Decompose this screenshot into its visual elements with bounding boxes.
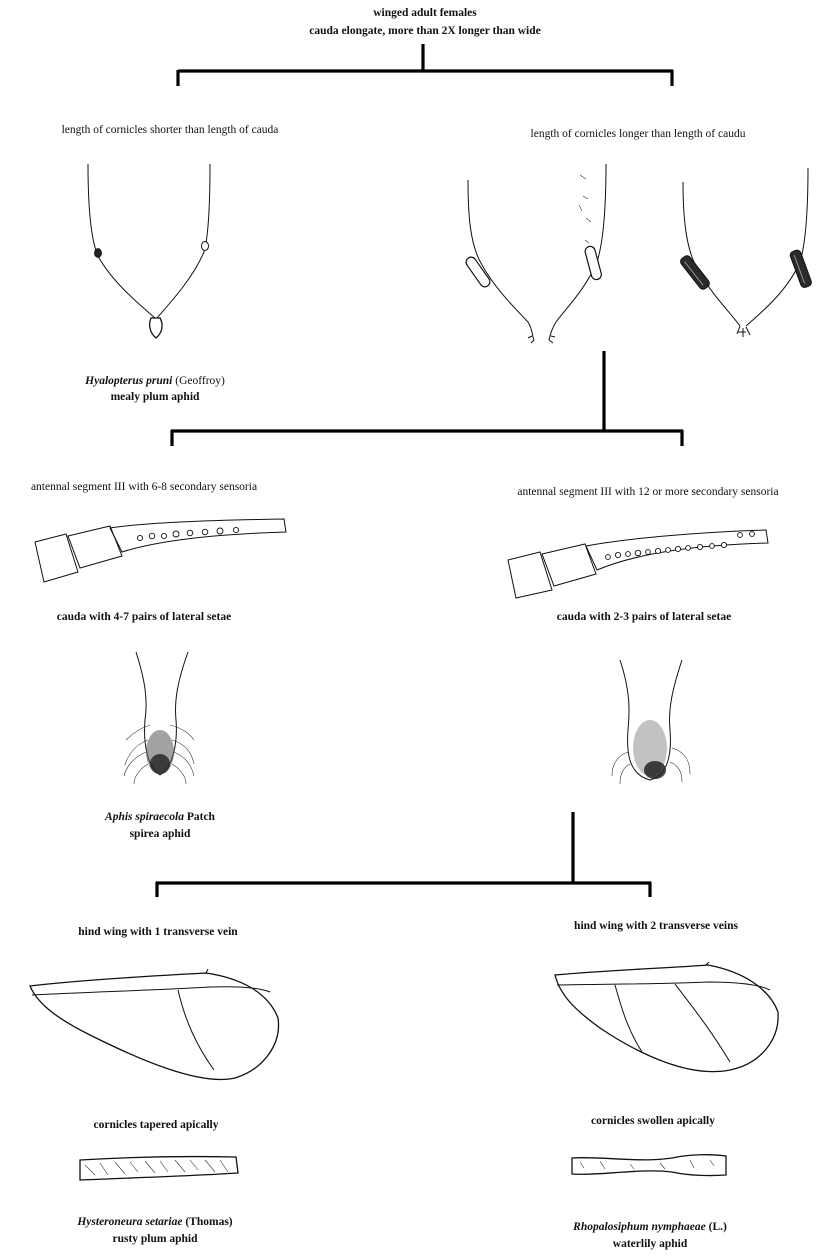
criterion-short-cornicles: length of cornicles shorter than length … (62, 124, 279, 136)
species-rhopalosiphum-name: Rhopalosiphum nymphaeae (L.) (572, 1221, 727, 1233)
criterion-2-transverse-veins: hind wing with 2 transverse veins (574, 920, 738, 932)
criterion-4-7-setae: cauda with 4-7 pairs of lateral setae (57, 611, 231, 623)
antenna-illustration (35, 519, 286, 582)
antenna-illustration (508, 530, 768, 598)
species-hysteroneura-common: rusty plum aphid (112, 1233, 198, 1245)
cauda-illustration (612, 660, 690, 784)
cornicle-illustration (80, 1157, 238, 1180)
bracket-level2 (171, 351, 683, 446)
criterion-2-3-setae: cauda with 2-3 pairs of lateral setae (557, 611, 731, 623)
species-hyalopterus-author: (Geoffroy) (172, 375, 225, 387)
bracket-level1 (178, 44, 673, 86)
root-subtitle: cauda elongate, more than 2X longer than… (309, 25, 541, 37)
species-rhopalosiphum-genus: Rhopalosiphum nymphaeae (572, 1221, 706, 1233)
species-hyalopterus-common: mealy plum aphid (111, 391, 200, 403)
hind-wing-illustration (555, 962, 778, 1072)
species-aphis-author: Patch (184, 811, 216, 823)
species-hysteroneura-genus: Hysteroneura setariae (76, 1216, 182, 1228)
criterion-1-transverse-vein: hind wing with 1 transverse vein (78, 926, 238, 938)
species-hyalopterus-genus: Hyalopterus pruni (84, 375, 173, 387)
species-hysteroneura-name: Hysteroneura setariae (Thomas) (76, 1216, 232, 1228)
species-aphis-genus: Aphis spiraecola (104, 811, 184, 823)
criterion-tapered-cornicles: cornicles tapered apically (94, 1119, 219, 1131)
species-hysteroneura-author: (Thomas) (182, 1216, 232, 1228)
cauda-illustration (124, 652, 194, 784)
bracket-level3 (156, 812, 651, 897)
cornicle-illustration (572, 1155, 726, 1176)
abdomen-dark-cornicles-illustration (679, 168, 813, 337)
root-title: winged adult females (373, 7, 477, 19)
species-rhopalosiphum-author: (L.) (706, 1221, 727, 1233)
criterion-6-8-sensoria: antennal segment III with 6-8 secondary … (31, 481, 257, 493)
hind-wing-illustration (30, 969, 279, 1079)
species-aphis-common: spirea aphid (130, 828, 191, 840)
abdomen-short-cornicles-illustration (88, 164, 210, 338)
criterion-swollen-cornicles: cornicles swollen apically (591, 1115, 715, 1127)
criterion-long-cornicles: length of cornicles longer than length o… (531, 128, 746, 140)
species-rhopalosiphum-common: waterlily aphid (613, 1238, 688, 1250)
species-hyalopterus-name: Hyalopterus pruni (Geoffroy) (84, 375, 225, 387)
abdomen-long-cornicles-illustration (464, 164, 606, 343)
species-aphis-name: Aphis spiraecola Patch (104, 811, 216, 823)
criterion-12-sensoria: antennal segment III with 12 or more sec… (517, 486, 778, 498)
